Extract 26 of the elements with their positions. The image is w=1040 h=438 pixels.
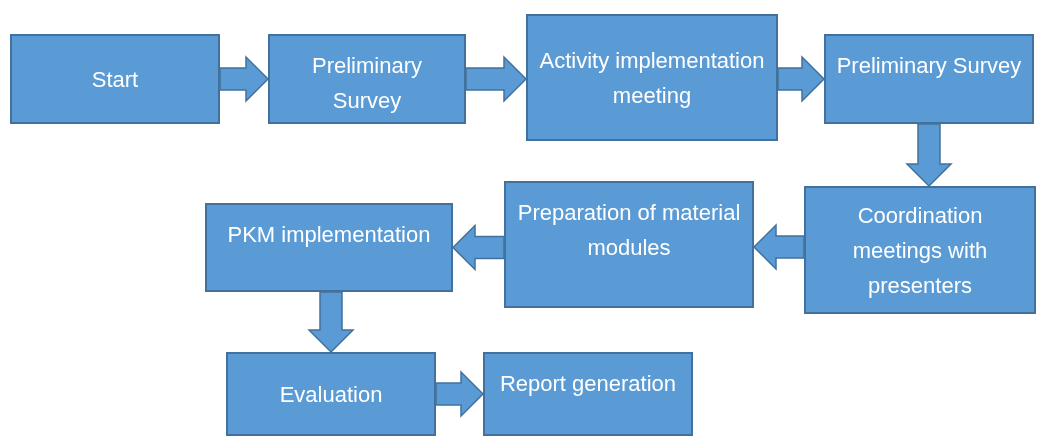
box-label: PKM implementation xyxy=(227,221,431,249)
process-box xyxy=(483,352,693,436)
box-label: Activity implementation meeting xyxy=(538,46,766,110)
box-label: Preliminary Survey xyxy=(311,52,423,115)
block-arrow xyxy=(307,291,355,354)
box-label: Report generation xyxy=(499,370,677,398)
box-label: Evaluation xyxy=(279,380,383,409)
block-arrow xyxy=(435,370,485,418)
process-box xyxy=(10,34,220,124)
box-label: Preliminary Survey xyxy=(836,52,1022,80)
box-label: Coordination meetings with presenters xyxy=(851,201,989,300)
block-arrow xyxy=(777,55,826,103)
block-arrow xyxy=(905,123,953,188)
box-label: Preparation of material modules xyxy=(516,199,742,262)
process-box xyxy=(504,181,754,308)
process-box xyxy=(526,14,778,141)
process-box xyxy=(824,34,1034,124)
box-label: Start xyxy=(91,65,139,94)
process-box xyxy=(226,352,436,436)
block-arrow xyxy=(752,223,805,271)
process-box xyxy=(268,34,466,124)
process-box xyxy=(804,186,1036,314)
block-arrow xyxy=(465,55,528,103)
block-arrow xyxy=(451,223,505,272)
process-box xyxy=(205,203,453,292)
block-arrow xyxy=(219,55,270,103)
